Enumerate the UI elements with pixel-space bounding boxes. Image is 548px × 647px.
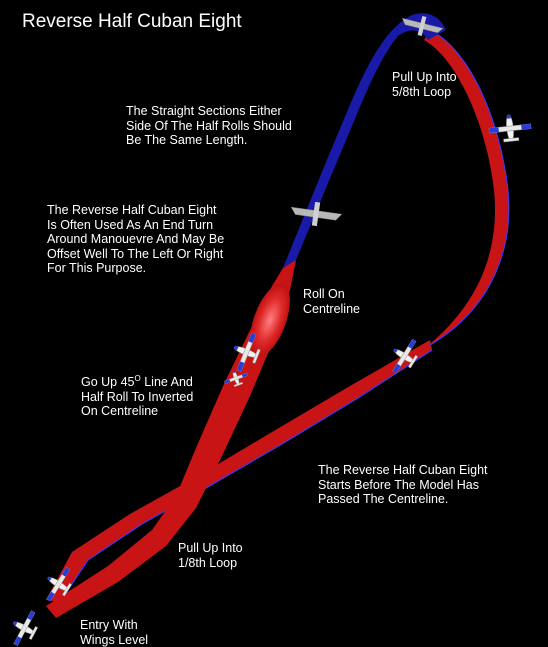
aircraft-icon — [4, 605, 44, 647]
annotation-line: For This Purpose. — [47, 261, 147, 275]
annotation-go-up-45: Go Up 45O Line And Half Roll To Inverted… — [81, 372, 193, 419]
annotation-entry: Entry With Wings Level — [80, 618, 148, 647]
annotation-line: Side Of The Half Rolls Should — [126, 118, 292, 133]
annotation-line: Roll On — [303, 287, 345, 301]
annotation-straight-sections: The Straight Sections Either Side Of The… — [126, 104, 292, 148]
annotation-line: Entry With — [80, 618, 138, 632]
annotation-line: Around Manouevre And May Be — [47, 232, 225, 246]
degree-symbol: O — [134, 374, 141, 383]
annotation-line: Is Often Used As An End Turn — [47, 217, 214, 232]
annotation-line: Pull Up Into — [178, 541, 243, 555]
upline — [46, 260, 296, 618]
annotation-line: 5/8th Loop — [392, 84, 452, 99]
annotation-line: Pull Up Into — [392, 70, 457, 84]
annotation-text: Go Up 45 — [81, 375, 135, 390]
annotation-line: On Centreline — [81, 404, 159, 419]
annotation-starts-before: The Reverse Half Cuban Eight Starts Befo… — [318, 463, 488, 507]
annotation-line: Wings Level — [80, 632, 149, 647]
annotation-line: Starts Before The Model Has — [318, 477, 479, 492]
annotation-line: Passed The Centreline. — [318, 492, 449, 506]
annotation-text: Line And — [140, 375, 193, 390]
aircraft-icon — [288, 198, 344, 230]
annotation-line: 1/8th Loop — [178, 555, 238, 570]
annotation-roll-on-centreline: Roll On Centreline — [303, 287, 360, 316]
annotation-line: The Straight Sections Either — [126, 104, 282, 118]
loop-right-side — [416, 29, 510, 355]
annotation-line: Be The Same Length. — [126, 133, 248, 147]
page-title: Reverse Half Cuban Eight — [22, 11, 242, 32]
annotation-pull-up-58: Pull Up Into 5/8th Loop — [392, 70, 457, 99]
annotation-pull-up-18: Pull Up Into 1/8th Loop — [178, 541, 243, 570]
inverted-line — [283, 13, 446, 269]
annotation-line: Offset Well To The Left Or Right — [47, 246, 224, 261]
annotation-line: The Reverse Half Cuban Eight — [47, 203, 217, 217]
annotation-line: Half Roll To Inverted — [81, 389, 194, 404]
annotation-line: Go Up 45O Line And — [81, 372, 193, 390]
annotation-line: The Reverse Half Cuban Eight — [318, 463, 488, 477]
annotation-line: Centreline — [303, 301, 360, 316]
annotation-end-turn: The Reverse Half Cuban Eight Is Often Us… — [47, 203, 224, 276]
